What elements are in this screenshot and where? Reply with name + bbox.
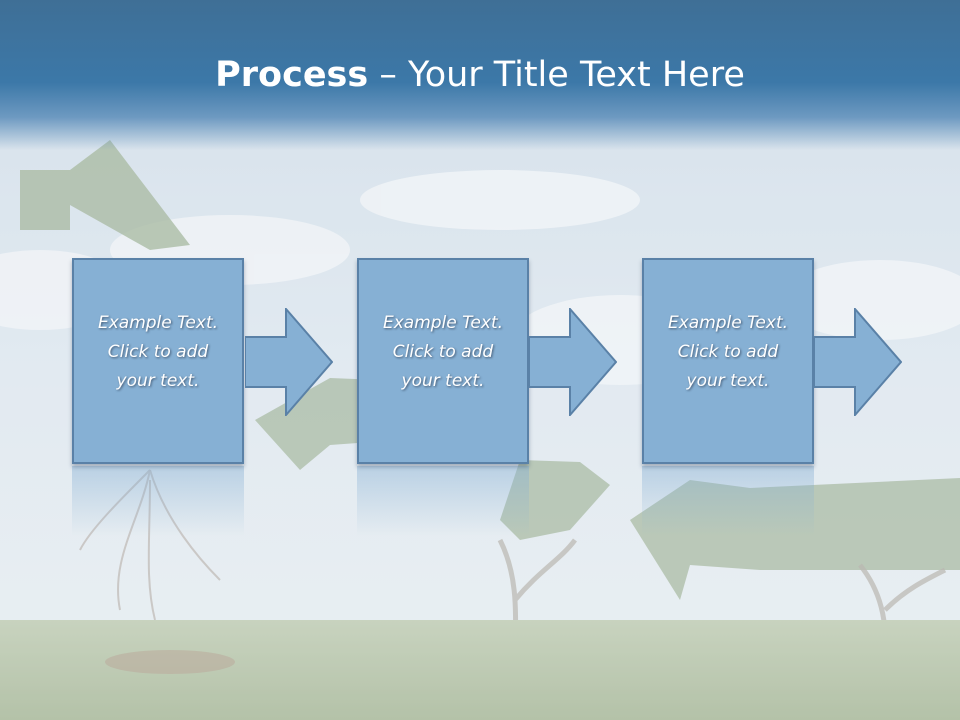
step-2-text: Example Text. Click to add your text. <box>368 309 518 396</box>
soil-mound <box>105 650 235 674</box>
slide-title[interactable]: Process – Your Title Text Here <box>0 52 960 98</box>
tree-arrow-left <box>630 478 960 600</box>
title-bar <box>0 0 960 150</box>
step-2-line-2: Click to add <box>392 341 494 362</box>
tree-arrow-right <box>500 460 610 540</box>
step-1-line-2: Click to add <box>107 341 209 362</box>
step-1-box[interactable]: Example Text. Click to add your text. <box>72 258 244 464</box>
step-3-arrow <box>814 308 902 416</box>
step-1-text: Example Text. Click to add your text. <box>83 309 233 396</box>
step-2-arrow <box>529 308 617 416</box>
step-3-reflection <box>642 466 814 536</box>
step-2-line-3: your text. <box>401 370 485 391</box>
title-bold: Process <box>215 55 369 95</box>
step-1-line-3: your text. <box>116 370 200 391</box>
step-3-line-2: Click to add <box>677 341 779 362</box>
step-2-line-1: Example Text. <box>382 312 504 333</box>
step-3-text: Example Text. Click to add your text. <box>653 309 803 396</box>
title-rest: – Your Title Text Here <box>368 55 745 95</box>
step-3-box[interactable]: Example Text. Click to add your text. <box>642 258 814 464</box>
roots <box>79 469 221 621</box>
step-1-arrow <box>245 308 333 416</box>
step-3-line-3: your text. <box>686 370 770 391</box>
step-3-line-1: Example Text. <box>667 312 789 333</box>
step-2-box[interactable]: Example Text. Click to add your text. <box>357 258 529 464</box>
tree-arrow-up <box>20 140 190 250</box>
step-1-line-1: Example Text. <box>97 312 219 333</box>
step-2-reflection <box>357 466 529 536</box>
step-1-reflection <box>72 466 244 536</box>
